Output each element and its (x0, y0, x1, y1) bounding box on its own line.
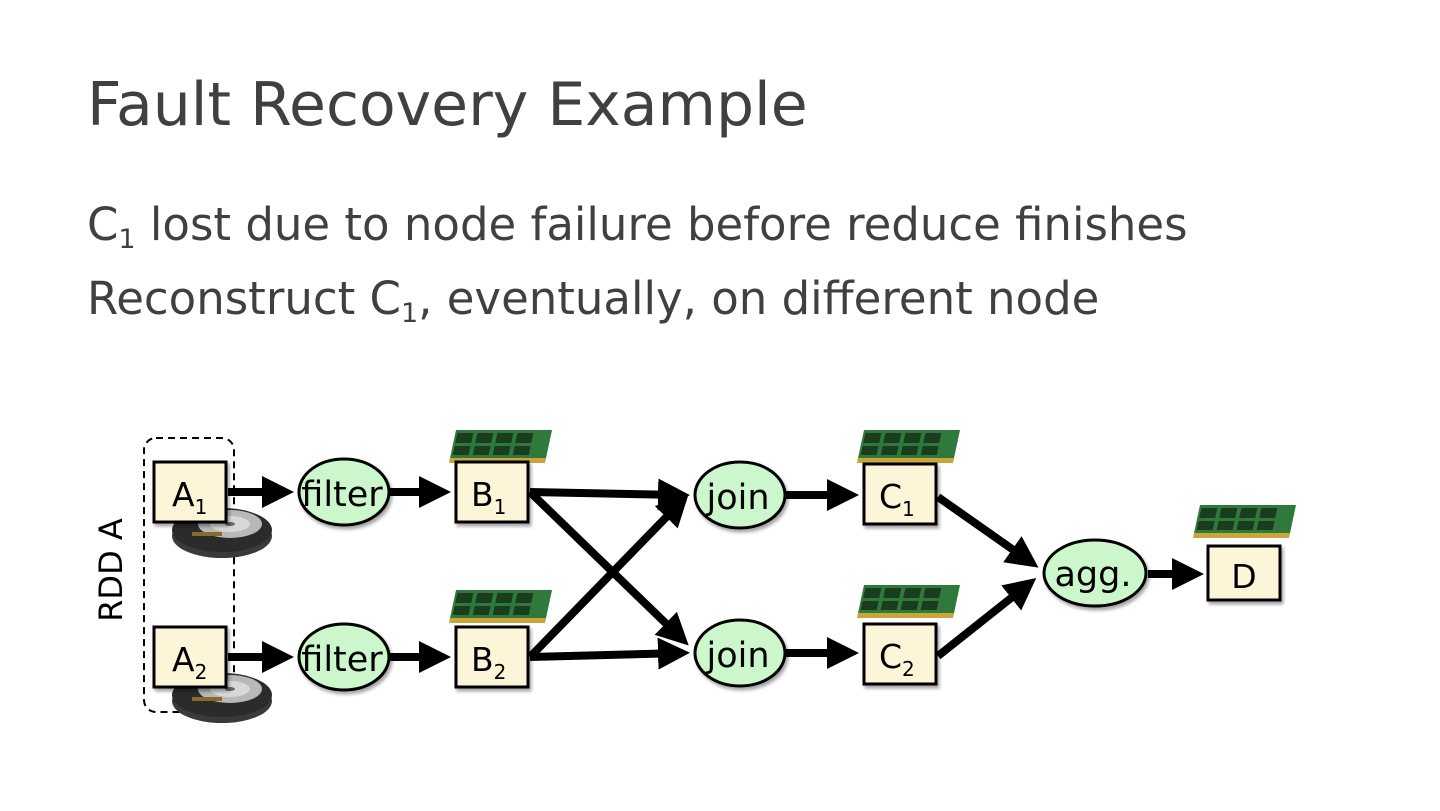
arrow-b2-join2 (529, 637, 690, 670)
join-op-1-label: join (705, 478, 769, 518)
rdd-a-label: RDD A (92, 518, 130, 622)
partition-b1 (454, 460, 530, 524)
arrow-b1-join1 (529, 478, 690, 511)
partition-b1-label: B1 (471, 475, 506, 519)
filter-op-1-label: filter (301, 475, 383, 515)
partition-a1 (152, 460, 228, 524)
memory-module-icon (856, 585, 960, 618)
bullet-1-prefix: C (87, 198, 119, 251)
page-title: Fault Recovery Example (87, 70, 808, 140)
bullet-2-text: , eventually, on different node (418, 272, 1100, 325)
partition-a2 (152, 625, 228, 689)
arrow-b1-join2 (527, 489, 689, 646)
partition-a1-label: A1 (172, 475, 207, 519)
memory-module-icon (448, 590, 552, 623)
partition-b2-label: B2 (471, 640, 506, 684)
partition-d (1206, 544, 1282, 602)
agg-op (1042, 538, 1148, 608)
bullet-1: C1 lost due to node failure before reduc… (87, 198, 1188, 255)
filter-op-1 (297, 457, 391, 527)
partition-c2-label: C2 (879, 637, 915, 681)
arrow-c1-agg (935, 493, 1039, 568)
arrow-b2-join1 (527, 494, 689, 660)
bullet-2-prefix: Reconstruct C (87, 272, 401, 325)
filter-op-2-label: filter (301, 640, 383, 680)
partition-d-label: D (1231, 557, 1256, 596)
memory-module-icon (448, 430, 552, 463)
join-op-2 (693, 618, 787, 688)
join-op-1 (693, 460, 787, 530)
bullet-1-subscript: 1 (118, 224, 136, 255)
bullet-2: Reconstruct C1, eventually, on different… (87, 272, 1099, 329)
bullet-1-text: lost due to node failure before reduce f… (135, 198, 1188, 251)
join-op-2-label: join (705, 636, 769, 676)
agg-op-label: agg. (1054, 555, 1131, 595)
partition-c1 (862, 462, 938, 526)
partition-a2-label: A2 (172, 640, 207, 684)
memory-module-icon (1192, 505, 1296, 538)
partition-c1-label: C1 (879, 477, 915, 521)
memory-module-icon (856, 430, 960, 463)
filter-op-2 (297, 622, 391, 692)
partition-b2 (454, 625, 530, 689)
partition-c2 (862, 622, 938, 686)
arrow-c2-agg (935, 578, 1037, 660)
bullet-2-subscript: 1 (400, 298, 419, 329)
